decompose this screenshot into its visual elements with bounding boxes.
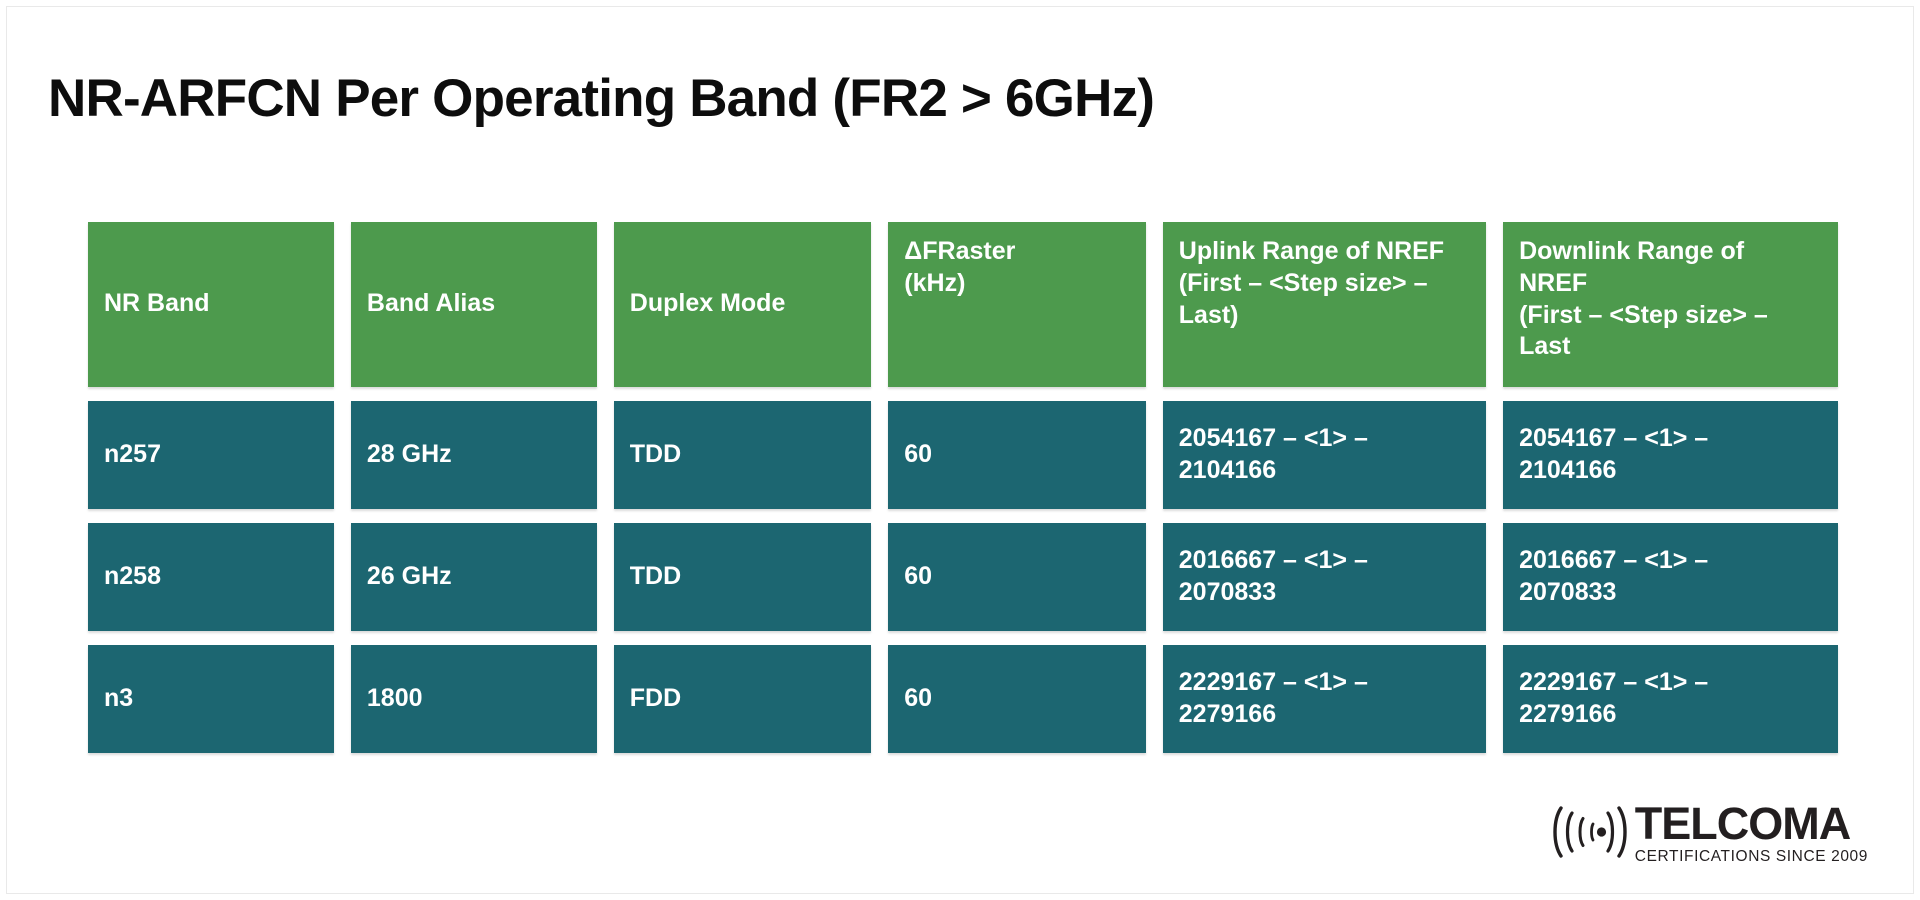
table-row: n258 26 GHz TDD 60 2016667 – <1> – 20708… — [88, 523, 1839, 631]
cell-f-raster: 60 — [888, 523, 1146, 631]
cell-value: TDD — [629, 440, 682, 469]
cell-band-alias: 28 GHz — [350, 401, 597, 509]
cell-nr-band: n257 — [88, 401, 334, 509]
header-line-1: Uplink Range of NREF — [1178, 237, 1445, 265]
logo-text-block: TELCOMA CERTIFICATIONS SINCE 2009 — [1635, 801, 1868, 865]
header-line-1: NR Band — [104, 288, 210, 317]
column-header-uplink-range: Uplink Range of NREF (First – <Step size… — [1162, 222, 1487, 387]
cell-duplex-mode: TDD — [613, 523, 872, 631]
cell-value-line-2: 2279166 — [1178, 700, 1277, 728]
cell-value-line-1: 2229167 – <1> – — [1178, 668, 1368, 697]
cell-duplex-mode: TDD — [613, 401, 872, 509]
header-line-1: ΔFRaster — [904, 237, 1016, 265]
column-header-nr-band: NR Band — [88, 222, 334, 387]
cell-uplink-range: 2054167 – <1> – 2104166 — [1162, 401, 1487, 509]
cell-band-alias: 26 GHz — [350, 523, 597, 631]
cell-value-line-2: 2104166 — [1519, 456, 1617, 484]
cell-value: 1800 — [366, 684, 423, 713]
cell-f-raster: 60 — [888, 645, 1146, 753]
cell-value-line-1: 2016667 – <1> – — [1178, 546, 1368, 575]
column-header-duplex-mode: Duplex Mode — [613, 222, 872, 387]
table-row: n3 1800 FDD 60 2229167 – <1> – 2279166 2… — [88, 645, 1839, 753]
cell-value: n258 — [104, 562, 161, 591]
telcoma-logo: TELCOMA CERTIFICATIONS SINCE 2009 — [1553, 801, 1868, 865]
cell-uplink-range: 2229167 – <1> – 2279166 — [1162, 645, 1487, 753]
cell-value-line-2: 2104166 — [1178, 456, 1277, 484]
cell-value: 28 GHz — [366, 440, 452, 469]
header-line-1: Downlink Range of — [1519, 237, 1745, 265]
cell-nr-band: n258 — [88, 523, 334, 631]
cell-duplex-mode: FDD — [613, 645, 872, 753]
header-line-2: (kHz) — [904, 268, 966, 297]
cell-downlink-range: 2054167 – <1> – 2104166 — [1503, 401, 1839, 509]
header-line-2: (First – <Step size> – — [1178, 268, 1428, 297]
header-line-3: Last) — [1178, 300, 1239, 329]
cell-value-line-1: 2229167 – <1> – — [1519, 668, 1709, 697]
cell-value-line-1: 2016667 – <1> – — [1519, 546, 1709, 575]
header-line-1: Band Alias — [366, 288, 496, 317]
cell-value: FDD — [629, 684, 682, 713]
nr-arfcn-table: NR Band Band Alias Duplex Mode ΔFRaster … — [88, 222, 1839, 753]
column-header-downlink-range: Downlink Range of NREF (First – <Step si… — [1503, 222, 1839, 387]
cell-value-line-2: 2070833 — [1178, 578, 1277, 606]
cell-uplink-range: 2016667 – <1> – 2070833 — [1162, 523, 1487, 631]
cell-value-line-2: 2279166 — [1519, 700, 1617, 728]
cell-value: 60 — [904, 562, 933, 591]
logo-tagline: CERTIFICATIONS SINCE 2009 — [1634, 847, 1868, 865]
signal-dot-icon — [1596, 827, 1606, 837]
header-line-2: NREF — [1519, 268, 1588, 297]
header-line-1: Duplex Mode — [629, 288, 786, 317]
header-line-4: Last — [1519, 332, 1571, 361]
cell-value: TDD — [629, 562, 682, 591]
cell-value-line-1: 2054167 – <1> – — [1519, 424, 1709, 453]
table-header-row: NR Band Band Alias Duplex Mode ΔFRaster … — [88, 222, 1839, 387]
cell-downlink-range: 2016667 – <1> – 2070833 — [1503, 523, 1839, 631]
table-row: n257 28 GHz TDD 60 2054167 – <1> – 21041… — [88, 401, 1839, 509]
cell-value: n257 — [104, 440, 161, 469]
page-title: NR-ARFCN Per Operating Band (FR2 > 6GHz) — [48, 69, 1155, 128]
header-line-3: (First – <Step size> – — [1519, 300, 1768, 329]
cell-nr-band: n3 — [88, 645, 334, 753]
cell-value: n3 — [104, 684, 134, 713]
logo-name: TELCOMA — [1634, 797, 1851, 849]
cell-f-raster: 60 — [888, 401, 1146, 509]
cell-downlink-range: 2229167 – <1> – 2279166 — [1503, 645, 1839, 753]
cell-value: 60 — [904, 684, 933, 713]
cell-value-line-1: 2054167 – <1> – — [1178, 424, 1368, 453]
cell-value: 60 — [904, 440, 933, 469]
signal-wave-icon — [1553, 806, 1627, 858]
column-header-f-raster: ΔFRaster (kHz) — [888, 222, 1146, 387]
column-header-band-alias: Band Alias — [350, 222, 597, 387]
cell-value-line-2: 2070833 — [1519, 578, 1617, 606]
cell-band-alias: 1800 — [350, 645, 597, 753]
cell-value: 26 GHz — [366, 562, 452, 591]
